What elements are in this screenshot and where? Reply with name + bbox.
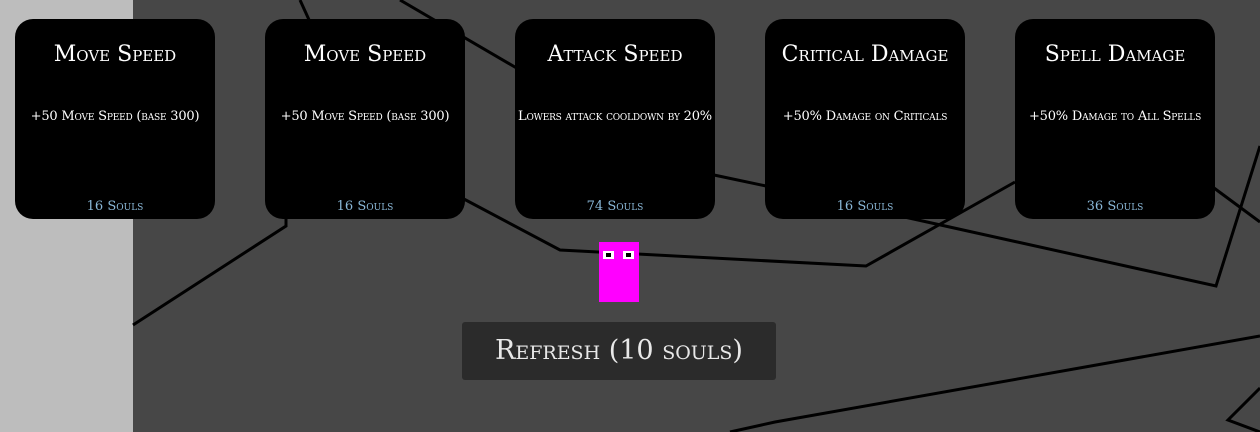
card-description: +50% Damage on Criticals	[782, 109, 948, 124]
card-cost: 16 Souls	[836, 199, 894, 214]
player-left-pupil	[606, 253, 611, 257]
player-right-eye	[623, 251, 634, 259]
card-cost: 16 Souls	[86, 199, 144, 214]
card-cost: 16 Souls	[336, 199, 394, 214]
upgrade-card-2[interactable]: Move Speed +50 Move Speed (base 300) 16 …	[265, 19, 465, 219]
player-left-eye	[603, 251, 614, 259]
map-line	[729, 334, 1260, 432]
upgrade-card-1[interactable]: Move Speed +50 Move Speed (base 300) 16 …	[15, 19, 215, 219]
card-title: Move Speed	[303, 42, 427, 67]
upgrade-card-4[interactable]: Critical Damage +50% Damage on Criticals…	[765, 19, 965, 219]
card-description: +50% Damage to All Spells	[1028, 109, 1202, 124]
card-description: +50 Move Speed (base 300)	[30, 109, 200, 124]
refresh-button[interactable]: Refresh (10 souls)	[462, 322, 776, 380]
card-cost: 74 Souls	[586, 199, 644, 214]
player-character-icon	[599, 242, 639, 302]
card-description: Lowers attack cooldown by 20%	[518, 109, 712, 124]
card-title: Move Speed	[53, 42, 177, 67]
upgrade-card-5[interactable]: Spell Damage +50% Damage to All Spells 3…	[1015, 19, 1215, 219]
card-title: Critical Damage	[781, 42, 949, 67]
map-line	[1213, 186, 1260, 224]
map-line	[298, 0, 312, 23]
map-line	[1225, 386, 1260, 432]
upgrade-card-3[interactable]: Attack Speed Lowers attack cooldown by 2…	[515, 19, 715, 219]
map-line	[899, 145, 1260, 288]
card-title: Attack Speed	[547, 42, 683, 67]
card-title: Spell Damage	[1044, 42, 1186, 67]
card-description: +50 Move Speed (base 300)	[280, 109, 450, 124]
map-line	[132, 212, 288, 327]
card-cost: 36 Souls	[1086, 199, 1144, 214]
player-right-pupil	[626, 253, 631, 257]
map-line	[713, 173, 767, 188]
